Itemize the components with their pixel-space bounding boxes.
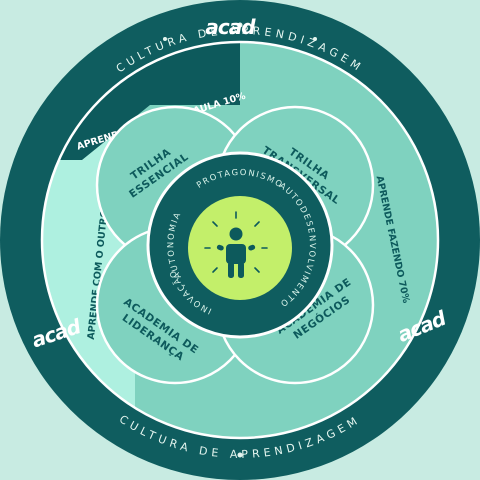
ray	[254, 267, 260, 273]
person-arm-right	[248, 244, 256, 251]
core-label-left: AUTONOMIA	[165, 210, 183, 281]
person-body	[226, 244, 246, 264]
acad-logo: acad	[205, 15, 256, 39]
person-arm-left	[216, 244, 224, 251]
person-icon	[216, 227, 256, 278]
sparkle-rays-icon	[204, 211, 268, 273]
ray	[212, 267, 218, 273]
person-head	[229, 227, 243, 241]
ring-dot	[163, 37, 167, 41]
inner-circle-border	[40, 40, 440, 440]
person-leg-right	[238, 262, 244, 278]
ray	[212, 221, 218, 227]
ring-dot	[237, 22, 243, 28]
ring-dot	[313, 37, 317, 41]
ray	[254, 221, 260, 227]
ring-dot	[237, 452, 243, 458]
person-leg-left	[228, 262, 234, 278]
